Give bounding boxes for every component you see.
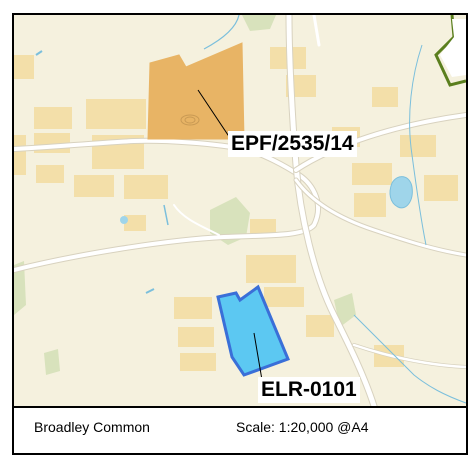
site-elr-0101[interactable] xyxy=(216,284,290,377)
stream xyxy=(203,15,240,50)
building xyxy=(34,107,72,129)
road-casing xyxy=(352,343,466,369)
main-road xyxy=(286,15,377,406)
building-footprints xyxy=(14,47,458,371)
building xyxy=(306,315,334,337)
building xyxy=(86,99,146,129)
site-internal-marks xyxy=(180,114,200,126)
stream xyxy=(353,314,466,404)
site-epf-2535-14[interactable] xyxy=(147,42,245,140)
building xyxy=(264,287,304,307)
building xyxy=(400,135,436,157)
place-name: Broadley Common xyxy=(34,419,150,435)
building xyxy=(74,175,114,197)
road xyxy=(312,15,321,47)
pond xyxy=(389,176,413,209)
building xyxy=(424,175,458,201)
water-features xyxy=(35,15,466,404)
site-label-epf: EPF/2535/14 xyxy=(228,131,357,157)
building xyxy=(124,175,168,199)
building xyxy=(36,165,64,183)
woodland-patch xyxy=(210,197,250,245)
pond xyxy=(120,216,128,224)
building xyxy=(354,193,386,217)
building xyxy=(14,55,34,79)
stream xyxy=(409,44,427,246)
building xyxy=(174,297,212,319)
stream xyxy=(35,50,43,56)
stream xyxy=(145,288,155,294)
road-network xyxy=(14,15,466,406)
outside-boundary-area xyxy=(440,19,466,77)
building xyxy=(372,87,398,107)
road xyxy=(352,343,466,369)
road xyxy=(294,113,466,172)
road xyxy=(294,178,466,257)
road xyxy=(14,138,320,272)
building xyxy=(178,327,214,347)
site-label-elr: ELR-0101 xyxy=(258,377,360,403)
woodland-patch xyxy=(14,261,26,315)
track xyxy=(173,204,220,236)
scale-text: Scale: 1:20,000 @A4 xyxy=(236,419,369,435)
building xyxy=(124,215,146,231)
map-footer: Broadley Common Scale: 1:20,000 @A4 xyxy=(14,406,466,453)
leader-line-elr xyxy=(253,332,263,381)
leader-line-epf xyxy=(197,89,233,142)
building xyxy=(246,255,296,283)
building xyxy=(352,163,392,185)
building xyxy=(180,353,216,371)
woodland-patch xyxy=(44,349,60,375)
building xyxy=(14,135,26,175)
woodland-patch xyxy=(242,15,276,31)
map-graphics xyxy=(14,15,466,406)
map-frame: EPF/2535/14 ELR-0101 Broadley Common Sca… xyxy=(12,13,468,455)
stream xyxy=(163,204,169,226)
map-canvas[interactable]: EPF/2535/14 ELR-0101 xyxy=(14,15,466,406)
